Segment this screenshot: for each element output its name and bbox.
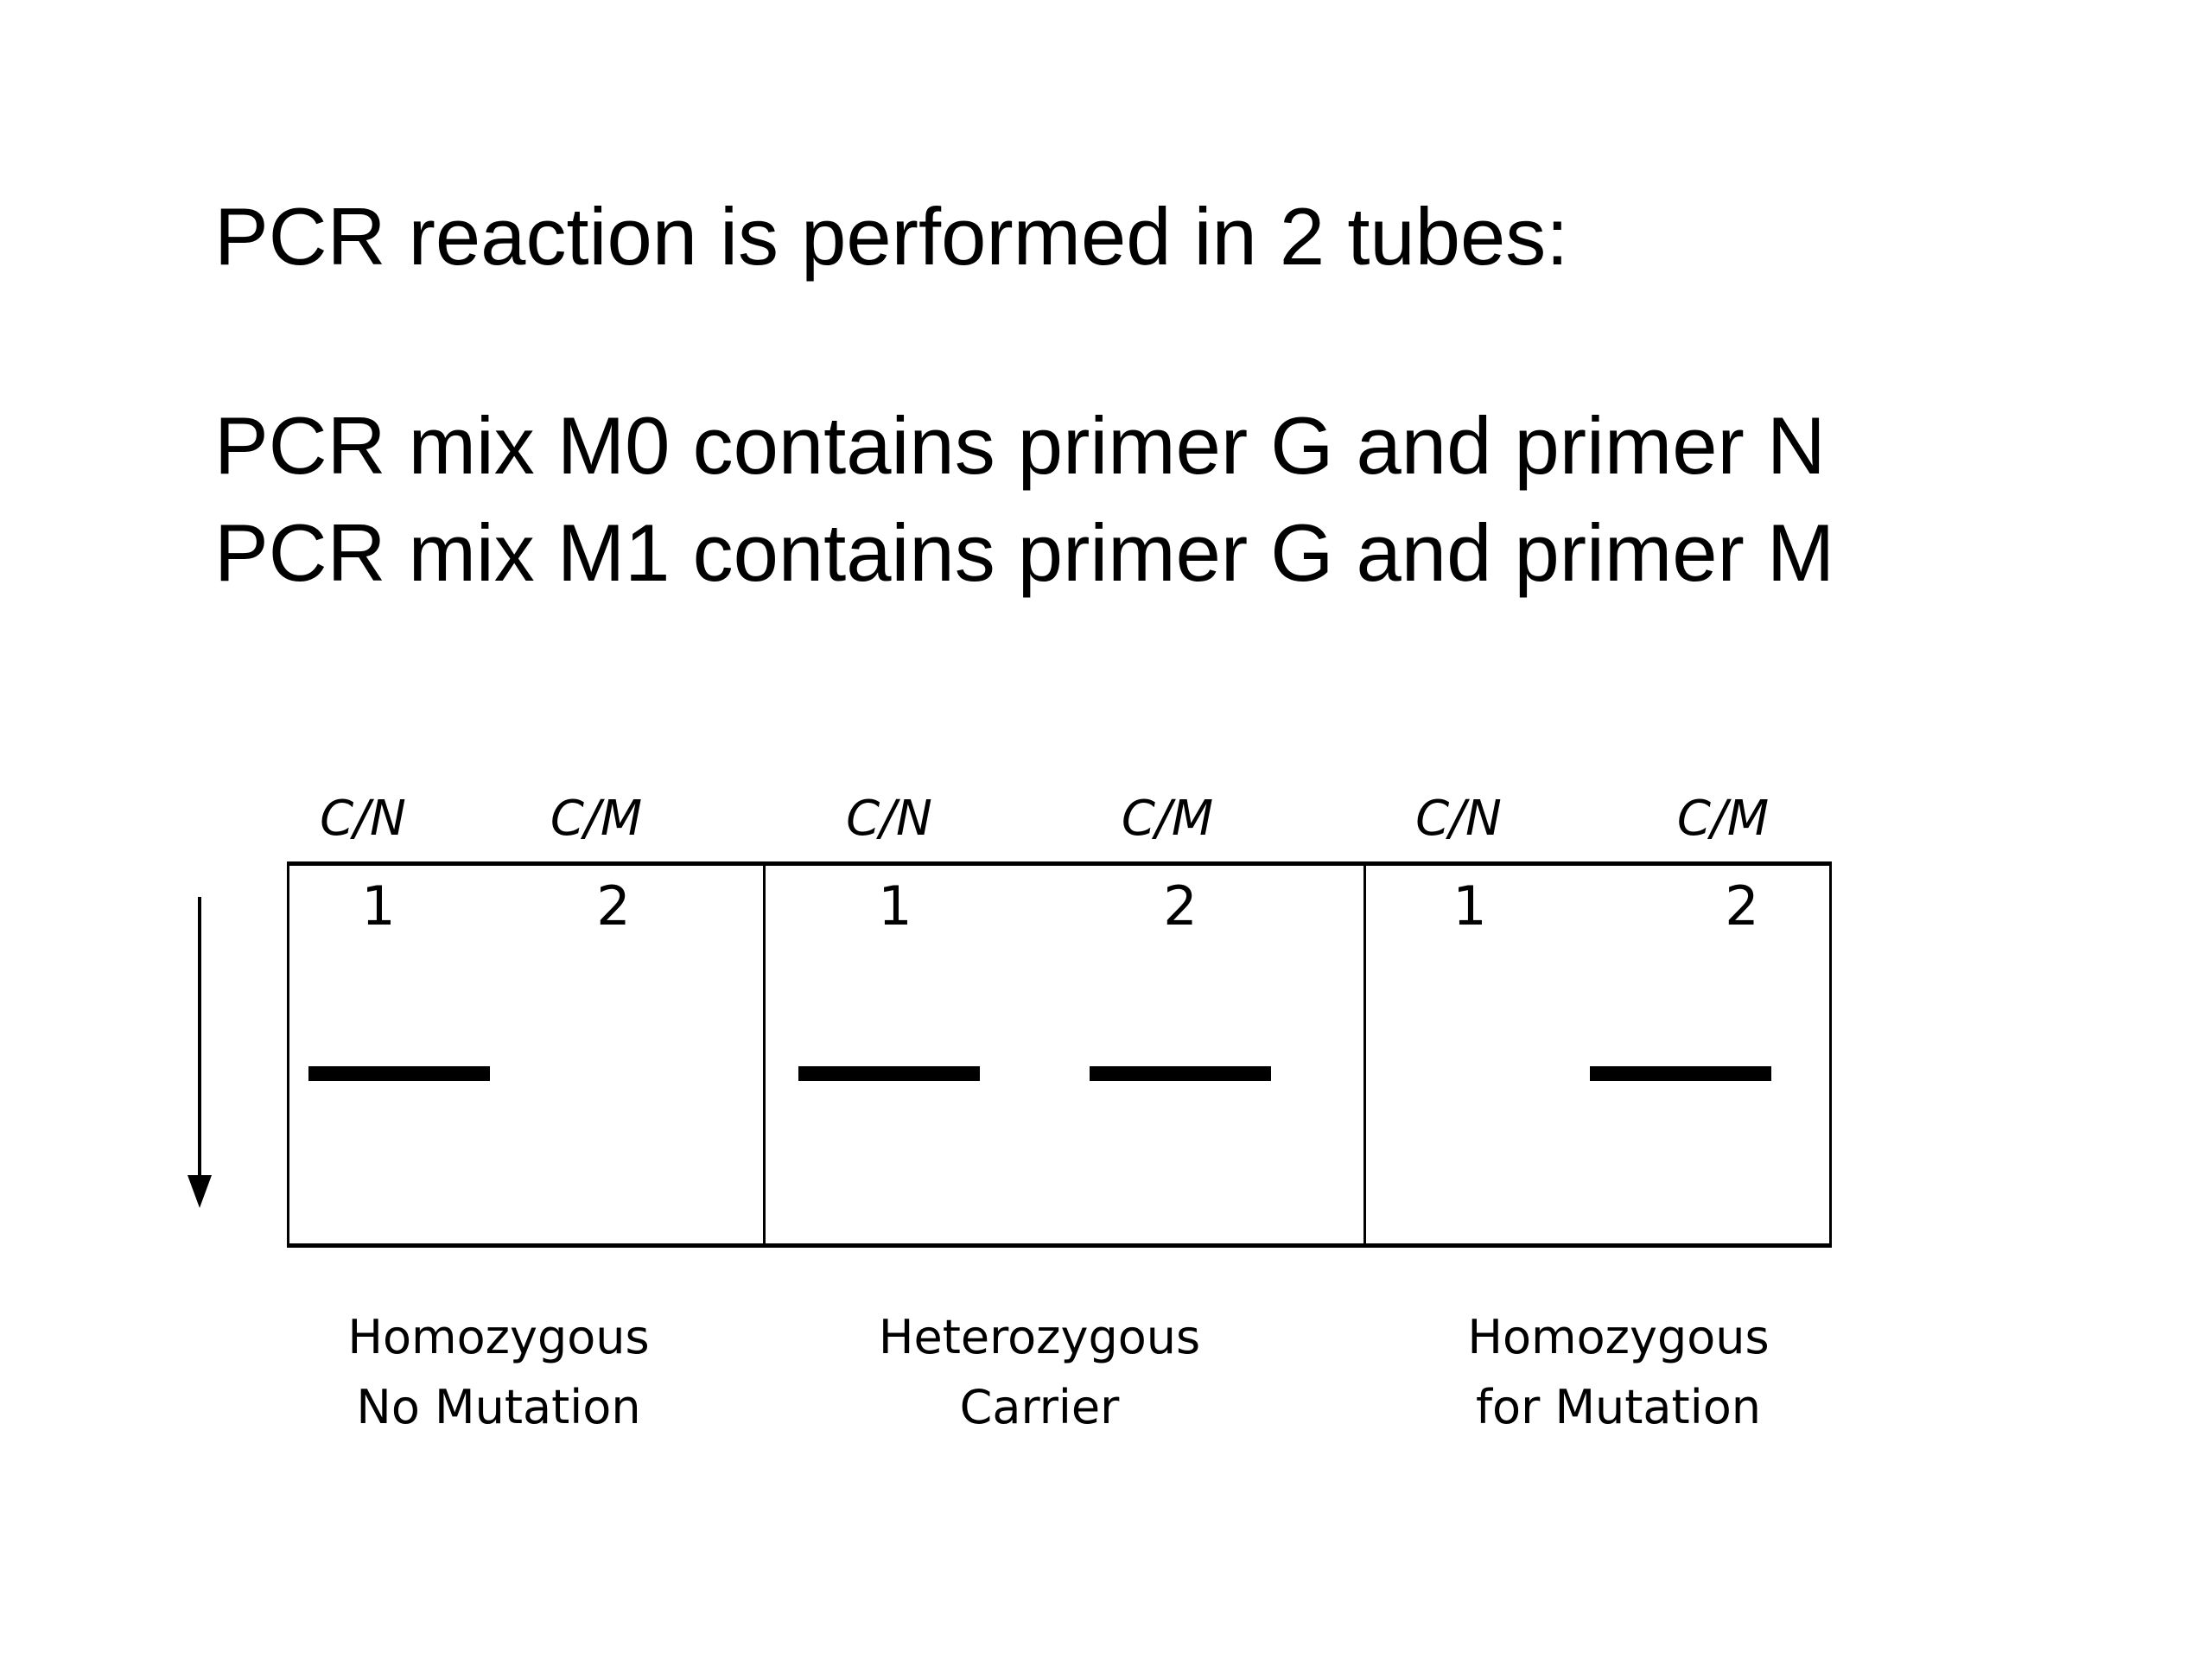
intro-line-3: PCR mix M1 contains primer G and primer … [214, 507, 1835, 598]
lane-number-1: 1 [1452, 874, 1487, 938]
gel-band-lane-2 [1090, 1066, 1271, 1081]
intro-text-block: PCR reaction is performed in 2 tubes: PC… [214, 183, 1834, 607]
lane-number-1: 1 [878, 874, 912, 938]
panel-caption: Homozygous No Mutation [347, 1302, 649, 1442]
caption-line-2: No Mutation [356, 1380, 641, 1434]
caption-line-2: for Mutation [1476, 1380, 1761, 1434]
gel-band-lane-1 [798, 1066, 980, 1081]
lane-header-cn: C/N [320, 791, 406, 847]
lane-number-2: 2 [1163, 874, 1198, 938]
lane-header-cm: C/M [1676, 791, 1770, 847]
panel-caption: Homozygous for Mutation [1467, 1302, 1769, 1442]
migration-direction-down-arrow-icon [188, 897, 212, 1208]
intro-blank-line [214, 290, 1834, 392]
lane-header-cn: C/N [1415, 791, 1502, 847]
lane-number-2: 2 [1725, 874, 1759, 938]
gel-panel-homozygous-for-mutation: C/N C/M 1 2 Homozygous for Mutation [1366, 795, 1832, 1434]
intro-line-2: PCR mix M0 contains primer G and primer … [214, 400, 1826, 491]
caption-line-1: Heterozygous [878, 1310, 1201, 1364]
caption-line-1: Homozygous [1467, 1310, 1770, 1364]
lane-header-cn: C/N [846, 791, 932, 847]
caption-line-2: Carrier [959, 1380, 1120, 1434]
panel-caption: Heterozygous Carrier [879, 1302, 1200, 1442]
caption-line-1: Homozygous [347, 1310, 650, 1364]
gel-band-lane-2 [1590, 1066, 1771, 1081]
gel-band-lane-1 [308, 1066, 490, 1081]
intro-line-1: PCR reaction is performed in 2 tubes: [214, 191, 1569, 282]
gel-panel-homozygous-no-mutation: C/N C/M 1 2 Homozygous No Mutation [287, 795, 766, 1434]
gel-panel-heterozygous-carrier: C/N C/M 1 2 Heterozygous Carrier [766, 795, 1366, 1434]
lane-header-cm: C/M [550, 791, 643, 847]
lane-header-cm: C/M [1121, 791, 1214, 847]
lane-number-2: 2 [596, 874, 631, 938]
lane-number-1: 1 [361, 874, 396, 938]
